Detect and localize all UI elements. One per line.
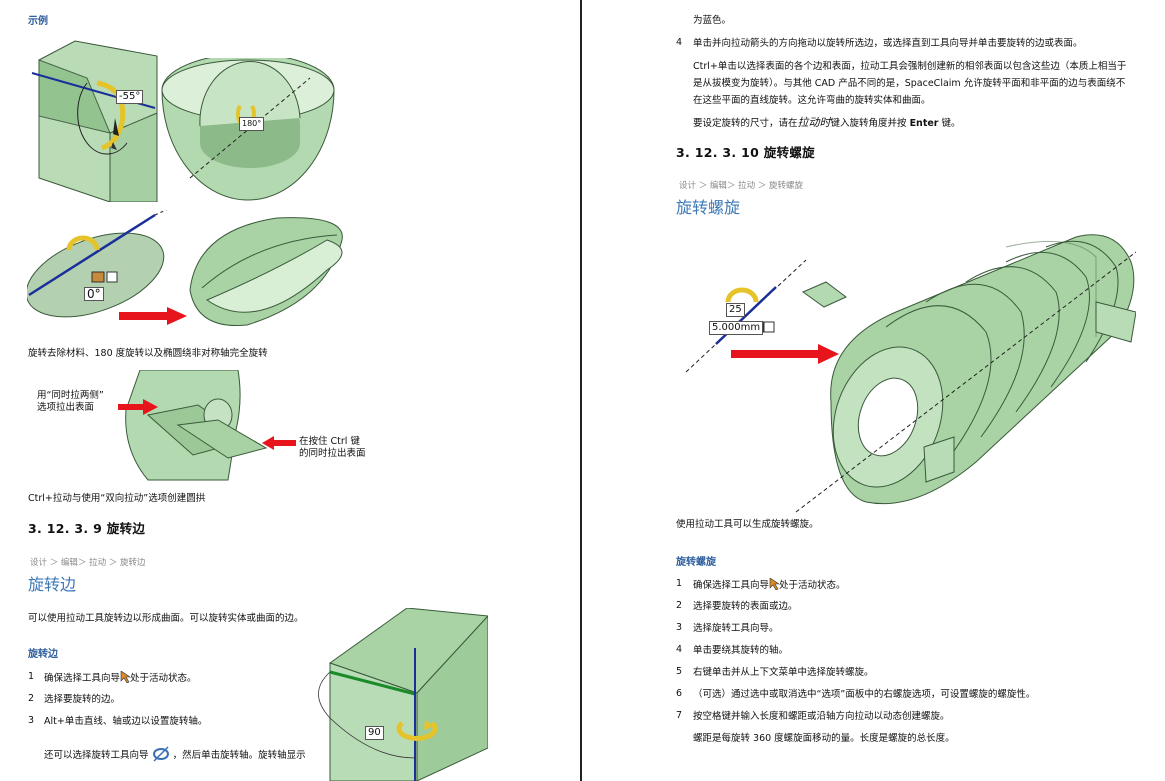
step-6: （可选）通过选中或取消选中“选项”面板中的右螺旋选项，可设置螺旋的螺旋性。 <box>693 689 1036 700</box>
step-number: 4 <box>676 644 683 655</box>
step-number: 7 <box>676 710 683 721</box>
angle-label-fig1: -55° <box>116 90 144 104</box>
step-3: Alt+单击直线、轴或边以设置旋转轴。 <box>44 716 208 727</box>
step-number: 1 <box>676 578 683 589</box>
right-page: 为蓝色。 4 单击并向拉动箭头的方向拖动以旋转所选边，或选择直到工具向导并单击要… <box>583 0 1165 781</box>
section-heading: 3. 12. 3. 10 旋转螺旋 <box>676 146 815 159</box>
left-page: 示例 -55° 180° 0° 旋转去除材料、180 度旋转以及椭圆绕非 <box>0 0 580 781</box>
section-title: 旋转螺旋 <box>763 145 815 160</box>
step-number: 4 <box>676 37 683 48</box>
fig4-label-left-line2: 选项拉出表面 <box>37 402 95 413</box>
fig4-label-right: 在按住 Ctrl 键 的同时拉出表面 <box>299 436 366 460</box>
figure-helix <box>685 234 1136 513</box>
page-divider <box>580 0 582 781</box>
breadcrumb: 设计 ＞ 编辑＞ 拉动 ＞ 旋转螺旋 <box>679 181 804 191</box>
step-1-text-a: 确保选择工具向导 <box>693 580 770 591</box>
figure-rotate-edge <box>318 608 488 781</box>
dimension-label-length: 5.000mm <box>709 321 764 335</box>
step-1: 确保选择工具向导处于活动状态。 <box>693 578 846 592</box>
step-4: 单击要绕其旋转的轴。 <box>693 645 789 656</box>
caption-figures: 旋转去除材料、180 度旋转以及椭圆绕非对称轴完全旋转 <box>28 348 268 359</box>
para-dimension-b: 键入旋转角度并按 <box>830 118 907 129</box>
step-3-cont-a: 还可以选择旋转工具向导 <box>44 750 149 761</box>
pitch-length-note: 螺距是每旋转 360 度螺旋面移动的量。长度是螺旋的总长度。 <box>693 733 955 744</box>
page-title: 旋转边 <box>28 575 77 594</box>
section-heading: 3. 12. 3. 9 旋转边 <box>28 522 145 535</box>
para-dimension-em: 拉动时 <box>797 116 831 129</box>
angle-label-fig3: 0° <box>84 287 104 301</box>
step-4: 单击并向拉动箭头的方向拖动以旋转所选边，或选择直到工具向导并单击要旋转的边或表面… <box>693 38 1083 49</box>
angle-label-fig5: 90 <box>365 726 384 740</box>
step-3-cont-b: ，然后单击旋转轴。旋转轴显示 <box>172 750 306 761</box>
arrow-left-red <box>262 436 296 450</box>
caption-arch: Ctrl+拉动与使用“双向拉动”选项创建圆拱 <box>28 493 206 504</box>
dimension-label-pitch: 25 <box>726 303 745 317</box>
para-dimension-c: 键。 <box>941 118 961 129</box>
step-number: 6 <box>676 688 683 699</box>
select-pointer-icon <box>769 578 780 590</box>
para-ctrl-click-line3: 在这些平面的直线旋转。这允许弯曲的旋转实体和曲面。 <box>693 95 931 106</box>
section-number: 3. 12. 3. 9 <box>28 521 103 536</box>
fig4-label-left-line1: 用“同时拉两侧” <box>37 390 104 401</box>
para-dimension: 要设定旋转的尺寸，请在拉动时键入旋转角度并按 Enter 键。 <box>693 116 961 130</box>
fig4-label-right-line1: 在按住 Ctrl 键 <box>299 436 360 447</box>
page-title: 旋转螺旋 <box>676 198 741 217</box>
sub-heading: 旋转边 <box>28 649 58 660</box>
breadcrumb: 设计 ＞ 编辑＞ 拉动 ＞ 旋转边 <box>30 558 146 568</box>
para-ctrl-click-line2: 是从拔模变为旋转）。与其他 CAD 产品不同的是，SpaceClaim 允许旋转… <box>693 78 1126 89</box>
rotate-tool-icon <box>152 746 169 762</box>
intro-text: 可以使用拉动工具旋转边以形成曲面。可以旋转实体或曲面的边。 <box>28 613 304 624</box>
section-title: 旋转边 <box>106 521 146 536</box>
figure-ellipse-rotation <box>27 210 343 327</box>
step-1: 确保选择工具向导处于活动状态。 <box>44 671 197 685</box>
figure-arch <box>118 370 268 481</box>
example-heading: 示例 <box>28 16 48 27</box>
step-number: 2 <box>28 693 35 704</box>
figure-hemisphere <box>161 58 335 201</box>
step-number: 2 <box>676 600 683 611</box>
fig4-label-right-line2: 的同时拉出表面 <box>299 448 366 459</box>
step-7: 按空格键并输入长度和螺距或沿轴方向拉动以动态创建螺旋。 <box>693 711 950 722</box>
step-1-text-a: 确保选择工具向导 <box>44 673 121 684</box>
step-number: 3 <box>28 715 35 726</box>
step-3: 选择旋转工具向导。 <box>693 623 779 634</box>
sub-heading: 旋转螺旋 <box>676 557 716 568</box>
step-5: 右键单击并从上下文菜单中选择旋转螺旋。 <box>693 667 874 678</box>
step-number: 3 <box>676 622 683 633</box>
step-2: 选择要旋转的表面或边。 <box>693 601 798 612</box>
step-number: 5 <box>676 666 683 677</box>
enter-key-label: Enter <box>909 118 939 129</box>
figure-rotate-box <box>27 38 159 202</box>
fig4-label-left: 用“同时拉两侧” 选项拉出表面 <box>37 390 104 414</box>
step-2: 选择要旋转的边。 <box>44 694 121 705</box>
select-pointer-icon <box>120 671 131 683</box>
angle-label-fig2: 180° <box>239 117 265 131</box>
section-number: 3. 12. 3. 10 <box>676 145 760 160</box>
continued-line: 为蓝色。 <box>693 15 732 26</box>
step-1-text-b: 处于活动状态。 <box>779 580 846 591</box>
para-ctrl-click-line1: Ctrl+单击以选择表面的各个边和表面，拉动工具会强制创建新的相邻表面以包含这些… <box>693 61 1127 72</box>
caption-helix: 使用拉动工具可以生成旋转螺旋。 <box>676 519 819 530</box>
step-number: 1 <box>28 671 35 682</box>
step-1-text-b: 处于活动状态。 <box>130 673 197 684</box>
step-3-continued: 还可以选择旋转工具向导 ，然后单击旋转轴。旋转轴显示 <box>44 746 306 762</box>
para-dimension-a: 要设定旋转的尺寸，请在 <box>693 118 798 129</box>
